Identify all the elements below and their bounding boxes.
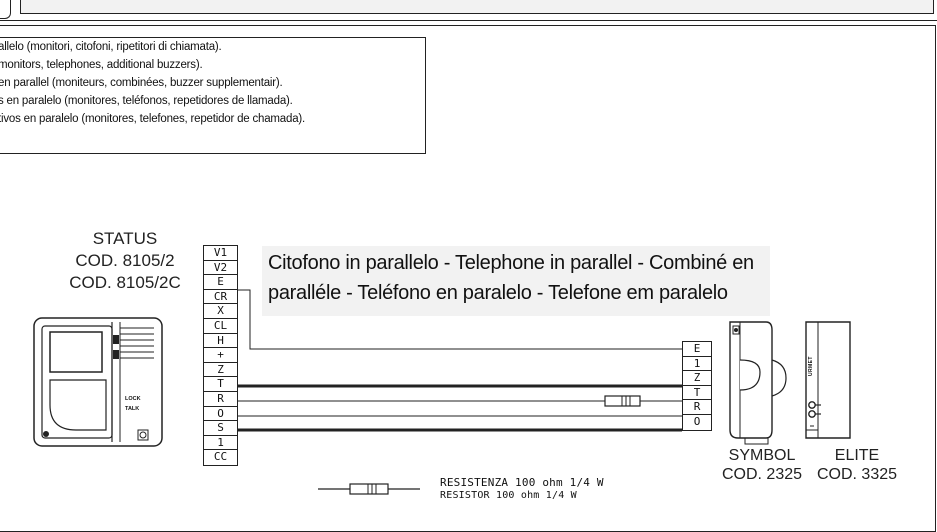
note-line-it: allelo (monitori, citofoni, ripetitori d…	[0, 41, 222, 53]
note-line-en: monitors, telephones, additional buzzers…	[0, 59, 203, 71]
terminal-left-3: CR	[204, 290, 237, 305]
wires	[237, 289, 682, 432]
terminal-left-2: E	[204, 275, 237, 290]
terminal-left-11: O	[204, 407, 237, 422]
terminal-right-4: R	[683, 400, 711, 415]
terminal-left-8: Z	[204, 363, 237, 378]
note-line-fr: en parallel (moniteurs, combinées, buzze…	[0, 77, 283, 89]
title-line-2: paralléle - Teléfono en paralelo - Telef…	[268, 282, 728, 304]
notes-box: allelo (monitori, citofoni, ripetitori d…	[0, 37, 426, 154]
elite-brand: URMET	[808, 356, 814, 376]
elite-label: ELITE COD. 3325	[808, 446, 906, 484]
note-line-pt: tivos en paralelo (monitores, telefones,…	[0, 113, 306, 125]
status-label: STATUS COD. 8105/2 COD. 8105/2C	[40, 228, 210, 294]
top-frame	[0, 0, 937, 21]
terminal-left-6: H	[204, 334, 237, 349]
symbol-phone	[729, 321, 787, 445]
inline-resistor	[604, 395, 641, 407]
monitor-button-labels: LOCK TALK	[125, 394, 141, 414]
terminal-left-12: S	[204, 421, 237, 436]
terminal-left-1: V2	[204, 261, 237, 276]
status-code-2: COD. 8105/2C	[69, 273, 181, 292]
terminal-right-1: 1	[683, 357, 711, 372]
status-code-1: COD. 8105/2	[75, 251, 175, 270]
terminal-left-14: CC	[213, 450, 228, 464]
resistor-legend-it: RESISTENZA 100 ohm 1/4 W	[440, 476, 604, 489]
terminal-right-3: T	[683, 386, 711, 401]
terminal-right-2: Z	[683, 371, 711, 386]
terminal-left-9: T	[204, 377, 237, 392]
corner-mark	[0, 0, 11, 19]
elite-code: COD. 3325	[816, 466, 898, 483]
diagram-title: Citofono in parallelo - Telephone in par…	[262, 246, 770, 316]
resistor-legend-en: RESISTOR 100 ohm 1/4 W	[440, 490, 577, 501]
elite-phone	[805, 321, 851, 439]
symbol-code: COD. 2325	[721, 466, 803, 483]
terminal-right-0: E	[683, 342, 711, 357]
elite-name: ELITE	[834, 447, 880, 464]
terminal-left-5: CL	[204, 319, 237, 334]
status-monitor	[33, 317, 163, 447]
lock-label: LOCK	[125, 396, 141, 402]
terminal-right-5: O	[693, 414, 701, 428]
talk-label: TALK	[125, 406, 140, 412]
terminal-left-7: +	[204, 348, 237, 363]
terminal-left-0: V1	[204, 246, 237, 261]
status-name: STATUS	[92, 229, 158, 248]
terminal-left-10: R	[204, 392, 237, 407]
symbol-name: SYMBOL	[728, 447, 796, 464]
terminal-left-4: X	[204, 304, 237, 319]
legend-resistor	[318, 483, 420, 495]
symbol-label: SYMBOL COD. 2325	[720, 446, 804, 484]
terminal-left-13: 1	[204, 436, 237, 451]
top-panel	[20, 0, 934, 14]
note-line-es: s en paralelo (monitores, teléfonos, rep…	[0, 95, 293, 107]
title-line-1: Citofono in parallelo - Telephone in par…	[268, 252, 754, 274]
